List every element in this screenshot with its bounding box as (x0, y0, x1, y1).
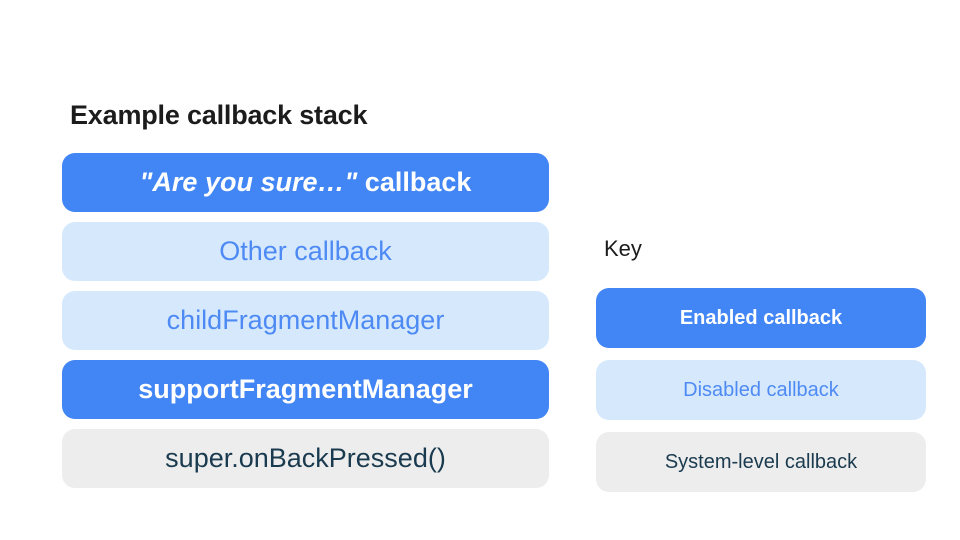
stack-bar-label-quoted: "Are you sure…" (139, 167, 358, 197)
stack-bar-support-fragment-manager: supportFragmentManager (62, 360, 549, 419)
key-item-enabled-callback: Enabled callback (596, 288, 926, 348)
stack-bar-child-fragment-manager: childFragmentManager (62, 291, 549, 350)
stack-bar-super-onbackpressed: super.onBackPressed() (62, 429, 549, 488)
stack-title: Example callback stack (70, 100, 368, 130)
key-item-system-level-callback: System-level callback (596, 432, 926, 492)
key-title: Key (604, 236, 642, 261)
stack-bar-other-callback: Other callback (62, 222, 549, 281)
key-item-disabled-callback: Disabled callback (596, 360, 926, 420)
callback-stack: "Are you sure…" callback Other callback … (62, 153, 549, 488)
key-legend: Enabled callback Disabled callback Syste… (596, 288, 926, 492)
stack-bar-are-you-sure-callback: "Are you sure…" callback (62, 153, 549, 212)
stack-bar-label-rest: callback (357, 167, 472, 197)
